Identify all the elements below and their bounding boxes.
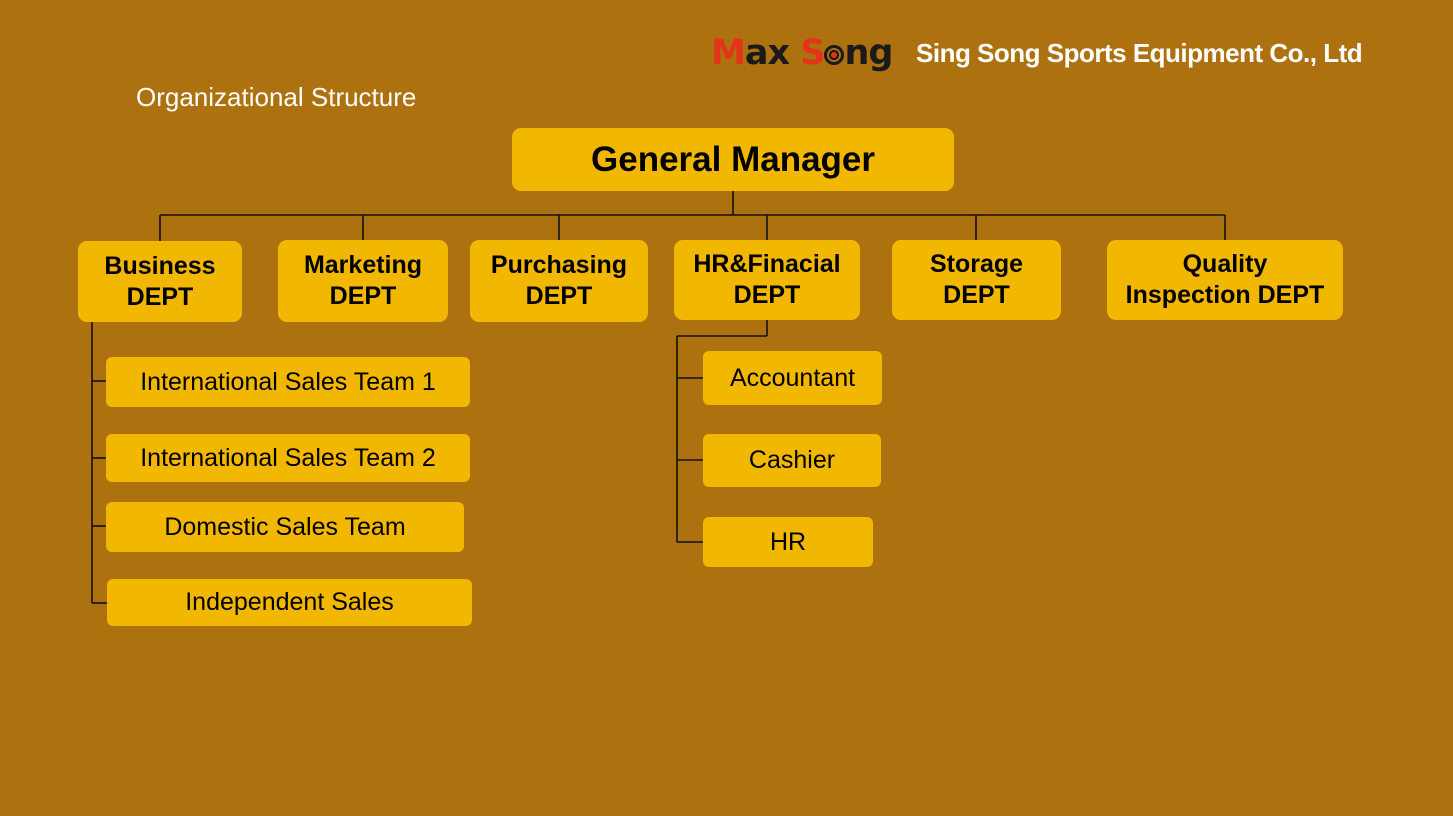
unit-label: Cashier — [748, 446, 836, 474]
dept-quality-line2: Inspection DEPT — [1125, 281, 1325, 309]
unit-label: Independent Sales — [185, 588, 394, 616]
unit-international-sales-2: International Sales Team 2 — [106, 434, 470, 482]
dept-hr-financial-line1: HR&Finacial — [693, 250, 841, 278]
unit-label: HR — [769, 527, 807, 556]
dept-storage-line1: Storage — [929, 250, 1024, 278]
general-manager-box: General Manager — [512, 128, 954, 191]
dept-marketing-line2: DEPT — [329, 282, 397, 310]
unit-label: Domestic Sales Team — [164, 512, 406, 541]
general-manager-label: General Manager — [591, 139, 875, 179]
dept-quality-line1: Quality — [1182, 250, 1268, 278]
unit-label: Accountant — [729, 363, 856, 392]
dept-purchasing-line1: Purchasing — [490, 251, 628, 279]
dept-business-line2: DEPT — [126, 282, 194, 311]
unit-international-sales-1: International Sales Team 1 — [106, 357, 470, 407]
unit-domestic-sales: Domestic Sales Team — [106, 502, 464, 552]
unit-hr: HR — [703, 517, 873, 567]
dept-storage-line2: DEPT — [943, 281, 1010, 309]
unit-label: International Sales Team 1 — [140, 367, 436, 396]
unit-label: International Sales Team 2 — [140, 443, 436, 472]
unit-independent-sales: Independent Sales — [107, 579, 472, 626]
unit-cashier: Cashier — [703, 434, 881, 487]
dept-purchasing-line2: DEPT — [525, 282, 593, 310]
company-name: Sing Song Sports Equipment Co., Ltd — [916, 38, 1363, 68]
unit-accountant: Accountant — [703, 351, 882, 405]
dept-hr-financial-line2: DEPT — [733, 281, 801, 309]
dept-business-line1: Business — [104, 251, 216, 280]
dept-marketing-line1: Marketing — [303, 251, 423, 279]
page-title: Organizational Structure — [136, 82, 417, 112]
